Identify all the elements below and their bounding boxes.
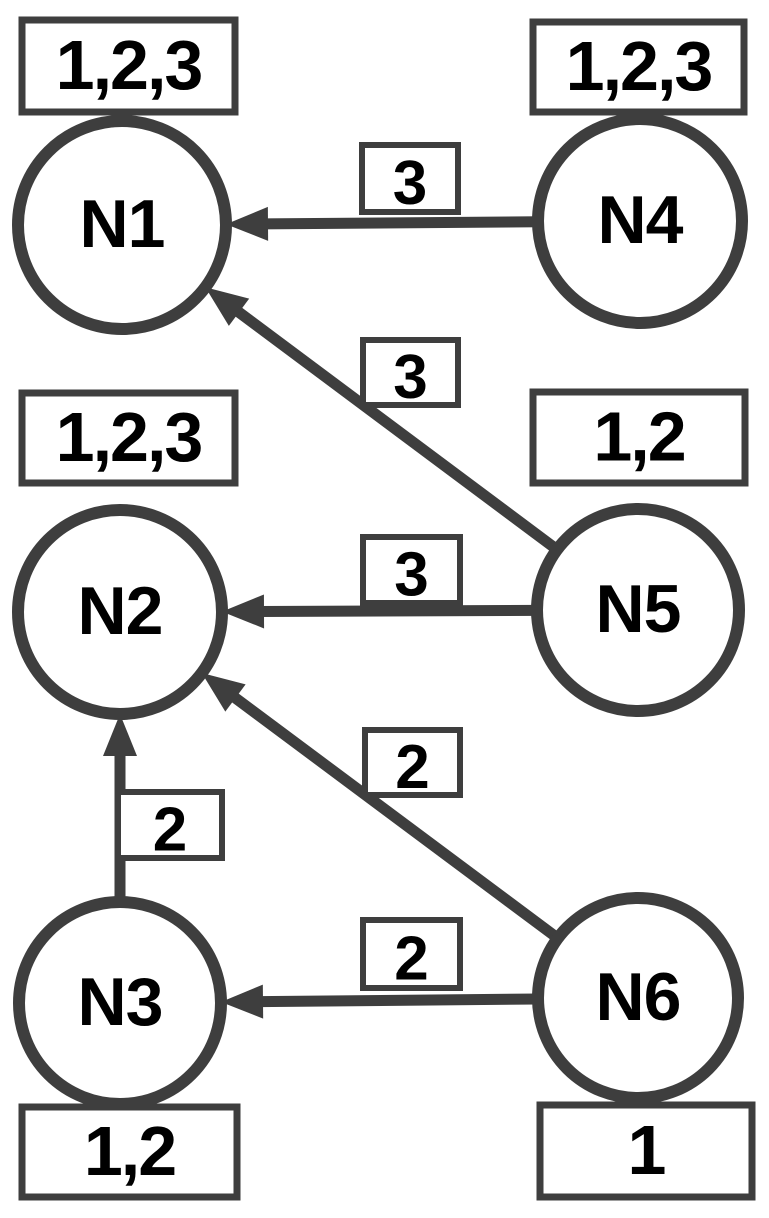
node-N4-label: N4 bbox=[598, 182, 684, 258]
node-N4-circle bbox=[532, 113, 748, 329]
port-boxes-layer: 1,2,3 1,2,3 1,2,3 1,2 1,2 1 bbox=[18, 16, 756, 1201]
edge-N6-N2-weight-box bbox=[362, 727, 463, 798]
node-N2-circle bbox=[12, 504, 228, 720]
edges-layer bbox=[103, 206, 562, 1019]
edge-N3-N2-weight-label: 2 bbox=[153, 796, 187, 865]
node-N6-label: N6 bbox=[596, 959, 681, 1035]
edge-N6-N2-line bbox=[228, 691, 562, 943]
edge-N5-N1-line bbox=[232, 305, 561, 555]
edge-N6-N3-line bbox=[258, 993, 539, 1008]
node-N5-ports-box bbox=[529, 388, 749, 487]
edge-N6-N2-arrowhead-icon bbox=[201, 672, 246, 712]
edge-N5-N1-weight-label: 3 bbox=[393, 343, 427, 412]
edge-N6-N2-weight-label: 2 bbox=[395, 733, 429, 802]
edge-N5-N1-weight-box bbox=[360, 337, 461, 408]
edge-labels-layer: 3 3 3 2 2 2 bbox=[115, 142, 463, 994]
node-N3-ports-label: 1,2 bbox=[84, 1112, 175, 1190]
edge-N5-N2-line bbox=[259, 604, 538, 617]
node-N2-ports-box bbox=[18, 389, 239, 487]
node-N6-circle bbox=[532, 892, 744, 1104]
edge-N4-N1-weight-box bbox=[359, 142, 461, 215]
edge-N4-N1-arrowhead-icon bbox=[225, 206, 269, 241]
edge-N5-N1-arrowhead-icon bbox=[205, 287, 250, 326]
node-N5-label: N5 bbox=[596, 571, 681, 647]
edge-N3-N2-weight-box bbox=[115, 789, 225, 861]
node-N5-ports-label: 1,2 bbox=[593, 398, 684, 476]
edge-N3-N2-arrowhead-icon bbox=[103, 714, 137, 756]
node-N1-label: N1 bbox=[80, 186, 165, 262]
node-N1-circle bbox=[12, 115, 232, 335]
node-N3-label: N3 bbox=[78, 964, 163, 1040]
node-N2-ports-label: 1,2,3 bbox=[56, 398, 202, 476]
node-N4-ports-box bbox=[529, 18, 748, 116]
node-N3-ports-box bbox=[18, 1103, 241, 1201]
node-N6-ports-label: 1 bbox=[628, 1111, 665, 1189]
node-N6-ports-box bbox=[536, 1101, 756, 1201]
node-N1-ports-label: 1,2,3 bbox=[56, 26, 202, 104]
edge-N5-N2-arrowhead-icon bbox=[221, 594, 265, 629]
node-N1-ports-box bbox=[18, 16, 239, 116]
edge-N5-N2-weight-label: 3 bbox=[394, 541, 428, 610]
edge-N4-N1-line bbox=[263, 216, 539, 230]
edge-N5-N2-weight-box bbox=[360, 534, 463, 606]
edge-N4-N1-weight-label: 3 bbox=[393, 149, 427, 218]
edge-N6-N3-arrowhead-icon bbox=[220, 984, 264, 1019]
node-N2-label: N2 bbox=[78, 573, 163, 649]
edge-N6-N3-weight-box bbox=[360, 917, 463, 991]
node-N4-ports-label: 1,2,3 bbox=[566, 27, 712, 105]
edge-N6-N3-weight-label: 2 bbox=[394, 925, 428, 994]
node-N5-circle bbox=[531, 503, 745, 717]
